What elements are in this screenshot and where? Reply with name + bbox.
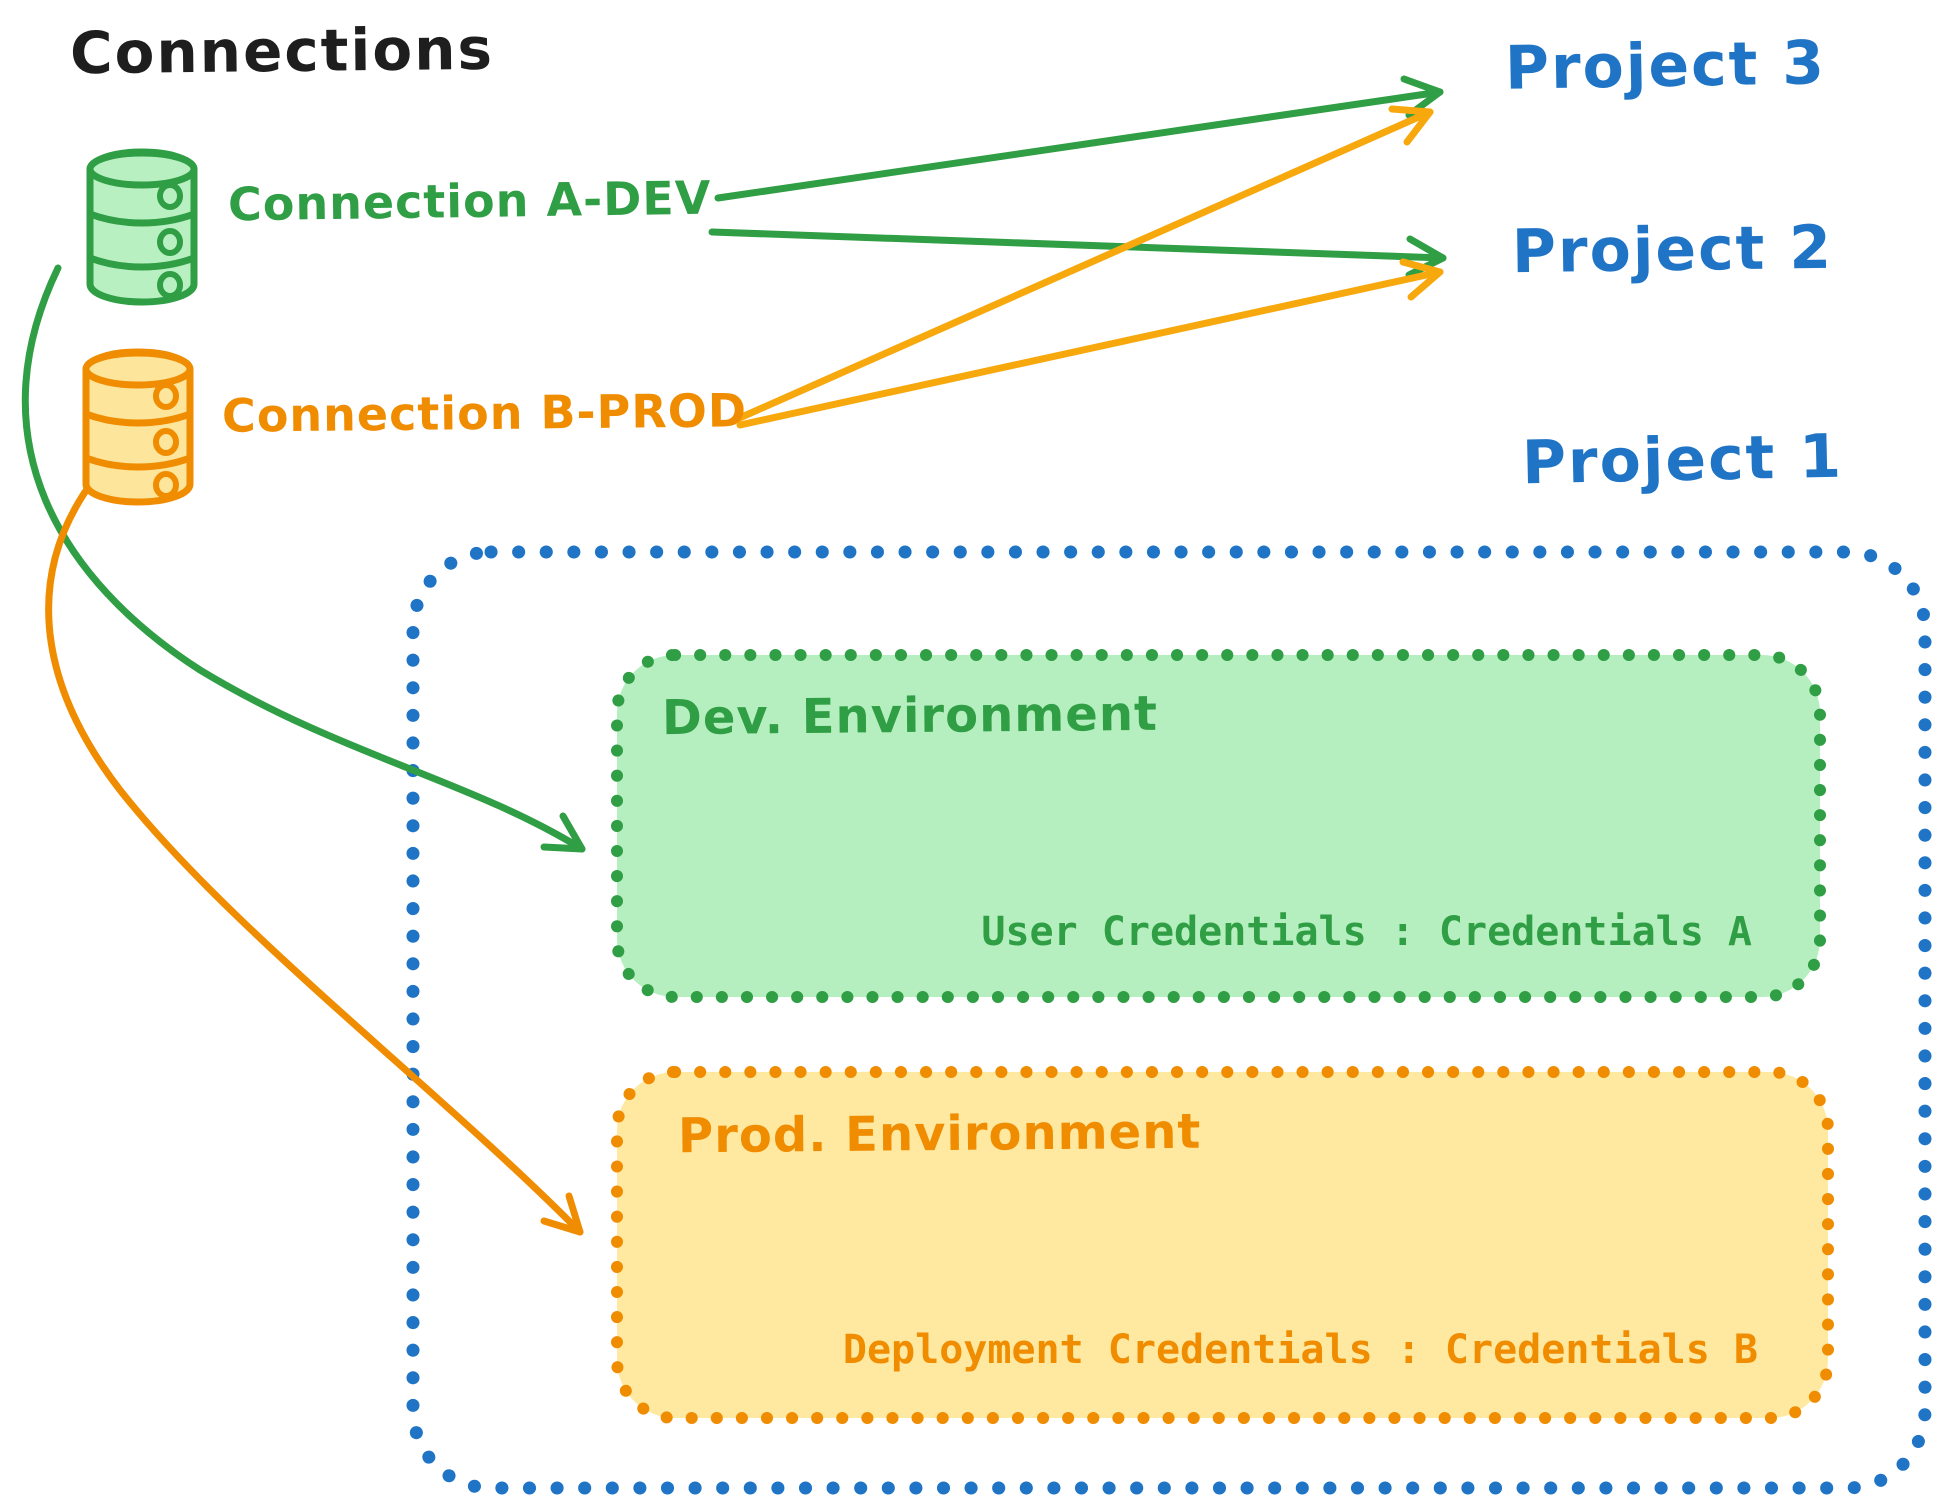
arrow-b-prod-to-prod-environment: [45, 474, 584, 1236]
project-1-label: Project 1: [1521, 421, 1844, 499]
arrowhead-dev-environment: [540, 812, 586, 853]
project-3-label: Project 3: [1504, 28, 1827, 104]
arrow-a-dev-to-dev-environment: [21, 264, 586, 853]
dev-environment-title: Dev. Environment: [661, 685, 1159, 747]
dev-environment-box: [611, 649, 1826, 1003]
arrowhead-a-dev-project-3: [1400, 75, 1444, 119]
arrowhead-b-prod-project-3: [1388, 105, 1434, 146]
arrow-a-dev-to-project-2: [708, 228, 1447, 262]
diagram-title: Connections: [69, 14, 495, 88]
arrow-b-prod-to-project-3: [731, 108, 1434, 424]
database-icon-prod: [82, 348, 194, 506]
prod-environment-box: [611, 1066, 1834, 1424]
arrow-b-prod-to-project-2: [736, 268, 1444, 429]
database-icon-dev: [86, 148, 198, 306]
prod-environment-title: Prod. Environment: [677, 1103, 1202, 1165]
arrowhead-prod-environment: [540, 1192, 584, 1236]
arrowhead-b-prod-project-2: [1399, 258, 1444, 301]
project-1-box: [406, 545, 1932, 1495]
project-2-label: Project 2: [1511, 212, 1834, 288]
prod-credentials-text: Deployment Credentials : Credentials B: [842, 1327, 1758, 1373]
connection-a-dev-label: Connection A-DEV: [227, 170, 712, 232]
arrow-a-dev-to-project-3: [714, 88, 1444, 202]
dev-credentials-text: User Credentials : Credentials A: [981, 909, 1752, 955]
connection-b-prod-label: Connection B-PROD: [221, 383, 748, 443]
